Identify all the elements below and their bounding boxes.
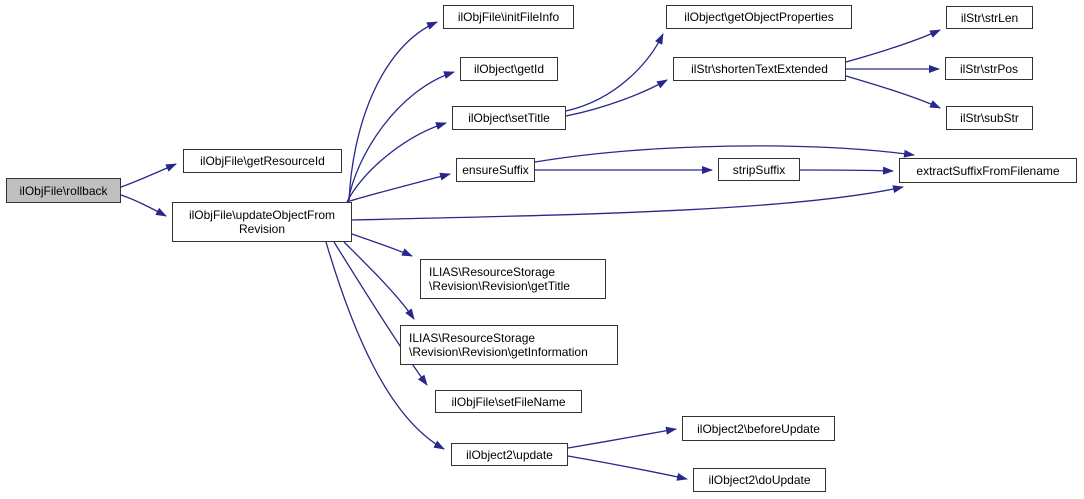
- edge-updateobjectfromrevision-getid: [347, 71, 455, 203]
- edge-ensuresuffix-extractsuffixfromfilename: [534, 145, 915, 163]
- node-ilobjfile-initfileinfo[interactable]: ilObjFile\initFileInfo: [443, 5, 574, 29]
- node-ilobject2-beforeupdate[interactable]: ilObject2\beforeUpdate: [682, 416, 835, 441]
- node-ilobject-getid[interactable]: ilObject\getId: [460, 57, 558, 81]
- node-label: ilObject2\update: [466, 447, 553, 462]
- edge-updateobjectfromrevision-initfileinfo: [348, 21, 438, 203]
- node-label: ilStr\strPos: [959, 61, 1018, 76]
- edge-update-beforeupdate: [567, 426, 677, 449]
- edge-updateobjectfromrevision-settitle: [346, 122, 447, 203]
- node-label: ilObject2\beforeUpdate: [697, 421, 820, 436]
- node-label: ensureSuffix: [462, 163, 529, 177]
- edge-update-doupdate: [567, 455, 688, 481]
- node-ilobject2-update[interactable]: ilObject2\update: [451, 443, 568, 466]
- edge-shortentextextended-strlen: [845, 29, 941, 63]
- node-ilobjfile-updateobjectfromrevision[interactable]: ilObjFile\updateObjectFrom Revision: [172, 202, 352, 242]
- edge-updateobjectfromrevision-extractsuffixfromfilename: [351, 185, 904, 221]
- node-ilobject-settitle[interactable]: ilObject\setTitle: [452, 106, 566, 130]
- node-ensuresuffix[interactable]: ensureSuffix: [456, 158, 535, 182]
- node-label-line1: ILIAS\ResourceStorage: [409, 331, 536, 345]
- node-label: ilStr\strLen: [960, 10, 1019, 25]
- edge-shortentextextended-substr: [845, 75, 941, 109]
- node-ilias-resourcestorage-revision-gettitle[interactable]: ILIAS\ResourceStorage \Revision\Revision…: [420, 259, 606, 299]
- edge-updateobjectfromrevision-update: [325, 241, 445, 450]
- node-ilstr-strpos[interactable]: ilStr\strPos: [945, 57, 1033, 80]
- edge-settitle-getobjectproperties: [565, 33, 664, 112]
- edge-stripsuffix-extractsuffixfromfilename: [799, 166, 894, 175]
- node-label: ilObjFile\getResourceId: [200, 154, 325, 168]
- node-label-line2: \Revision\Revision\getTitle: [429, 279, 570, 293]
- edge-updateobjectfromrevision-setfilename: [333, 241, 428, 386]
- edge-settitle-shortentextextended: [565, 79, 668, 117]
- node-label-line1: ilObjFile\updateObjectFrom: [188, 208, 336, 222]
- node-label: extractSuffixFromFilename: [916, 163, 1060, 178]
- node-label: ilObject\setTitle: [468, 111, 550, 125]
- node-label: ilObjFile\setFileName: [451, 394, 566, 409]
- edge-rollback-getresourceid: [120, 163, 177, 188]
- node-ilobject2-doupdate[interactable]: ilObject2\doUpdate: [693, 468, 826, 492]
- node-label: ilStr\subStr: [960, 111, 1019, 125]
- node-extractsuffixfromfilename[interactable]: extractSuffixFromFilename: [899, 158, 1077, 183]
- node-label-line1: ILIAS\ResourceStorage: [429, 265, 556, 279]
- node-ilias-resourcestorage-revision-getinformation[interactable]: ILIAS\ResourceStorage \Revision\Revision…: [400, 325, 618, 365]
- edge-updateobjectfromrevision-ensuresuffix: [349, 172, 451, 202]
- node-label-line2: Revision: [238, 222, 286, 236]
- node-label: ilObject\getObjectProperties: [684, 10, 834, 24]
- node-ilobjfile-getresourceid[interactable]: ilObjFile\getResourceId: [183, 149, 342, 173]
- node-ilobjfile-setfilename[interactable]: ilObjFile\setFileName: [435, 390, 582, 413]
- node-label: ilObject2\doUpdate: [708, 473, 811, 487]
- node-ilobject-getobjectproperties[interactable]: ilObject\getObjectProperties: [666, 5, 852, 29]
- node-label-line2: \Revision\Revision\getInformation: [409, 345, 588, 359]
- node-label: ilObjFile\initFileInfo: [457, 10, 560, 24]
- node-label: ilObjFile\rollback: [19, 183, 108, 198]
- node-ilstr-strlen[interactable]: ilStr\strLen: [946, 6, 1033, 29]
- node-stripsuffix[interactable]: stripSuffix: [718, 158, 800, 181]
- edge-updateobjectfromrevision-revgetinformation: [343, 241, 415, 320]
- node-label: stripSuffix: [732, 162, 786, 177]
- node-ilstr-shortentextextended[interactable]: ilStr\shortenTextExtended: [673, 57, 846, 81]
- node-ilstr-substr[interactable]: ilStr\subStr: [946, 106, 1033, 130]
- node-label: ilStr\shortenTextExtended: [691, 62, 828, 76]
- node-label: ilObject\getId: [473, 62, 545, 76]
- edge-rollback-updateobjectfromrevision: [120, 194, 167, 217]
- node-ilobjfile-rollback: ilObjFile\rollback: [6, 178, 121, 203]
- edge-updateobjectfromrevision-revgettitle: [351, 233, 413, 257]
